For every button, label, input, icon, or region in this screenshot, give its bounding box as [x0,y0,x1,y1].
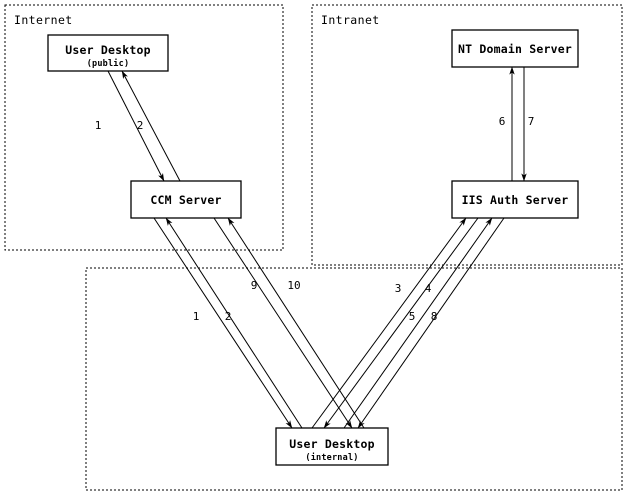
node-user-desktop-public[interactable]: User Desktop (public) [47,34,169,72]
conn-iis-down-8 [357,217,505,429]
conn-public-down-1 [107,70,165,182]
step-label-9: 9 [251,279,258,292]
step-label-5: 5 [409,310,416,323]
conn-iis-up-5 [343,217,493,429]
zone-internet: Internet [4,4,284,251]
conn-internal-down-1 [153,217,293,429]
user-desktop-public-subtitle: (public) [87,58,130,69]
nt-domain-server-title: NT Domain Server [458,42,572,56]
zone-intranet-label: Intranet [321,13,380,27]
step-label-2-public: 2 [137,119,144,132]
conn-public-up-2 [121,70,181,182]
ccm-server-title: CCM Server [150,193,221,207]
zone-internal-boundary [85,267,623,491]
zone-internal-network [85,267,623,491]
user-desktop-public-box[interactable] [47,34,169,72]
node-ccm-server[interactable]: CCM Server [130,180,242,219]
node-user-desktop-internal[interactable]: User Desktop (internal) [275,427,389,466]
step-label-2-internal: 2 [225,310,232,323]
user-desktop-internal-subtitle: (internal) [305,452,358,463]
step-label-1-internal: 1 [193,310,200,323]
step-label-1-public: 1 [95,119,102,132]
conn-internal-up-10 [227,217,365,429]
step-label-6: 6 [499,115,506,128]
step-label-4: 4 [425,282,432,295]
zone-internet-label: Internet [14,13,73,27]
conn-internal-up-2 [165,217,303,429]
step-label-8: 8 [431,310,438,323]
iis-auth-server-box[interactable] [451,180,579,219]
zone-internet-boundary [4,4,284,251]
user-desktop-public-title: User Desktop [65,43,150,57]
zone-intranet-boundary [311,4,623,266]
conn-iis-down-4 [323,217,479,429]
zone-intranet: Intranet [311,4,623,266]
step-label-7: 7 [528,115,535,128]
ccm-server-box[interactable] [130,180,242,219]
iis-auth-server-title: IIS Auth Server [462,193,569,207]
user-desktop-internal-title: User Desktop [289,437,374,451]
step-label-10: 10 [287,279,300,292]
conn-iis-up-3 [311,217,467,429]
user-desktop-internal-box[interactable] [275,427,389,466]
nt-domain-server-box[interactable] [451,29,579,68]
step-label-3: 3 [395,282,402,295]
node-nt-domain-server[interactable]: NT Domain Server [451,29,579,68]
node-iis-auth-server[interactable]: IIS Auth Server [451,180,579,219]
conn-internal-down-9 [213,217,353,429]
